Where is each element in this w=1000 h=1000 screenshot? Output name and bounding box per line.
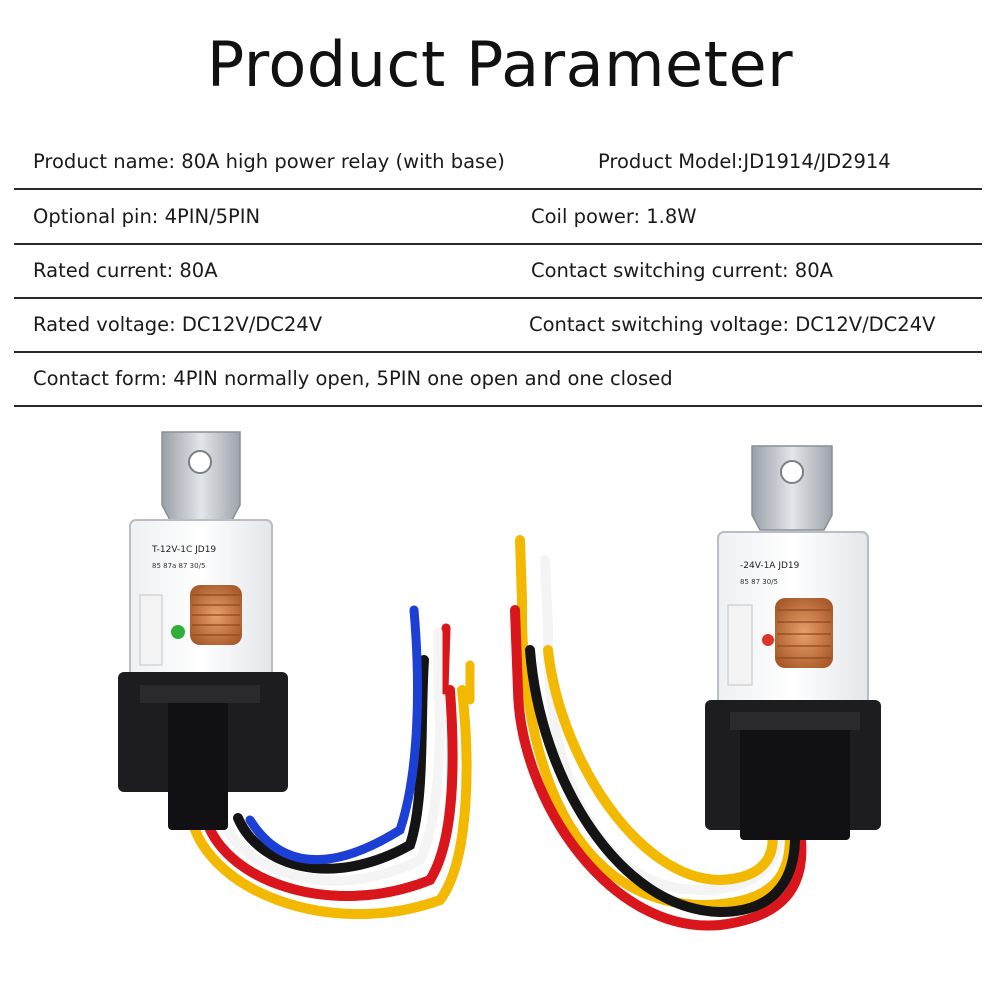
contact-switching-voltage-text: Contact switching voltage: DC12V/DC24V	[529, 313, 936, 336]
right-relay: -24V-1A JD19 85 87 30/5	[510, 445, 881, 931]
right-bracket-hole	[780, 460, 804, 484]
right-socket	[740, 720, 850, 840]
left-mounting-bracket	[161, 431, 241, 521]
page-title: Product Parameter	[206, 28, 794, 101]
param-row-contact-form: Contact form: 4PIN normally open, 5PIN o…	[14, 351, 982, 407]
left-bracket-hole	[188, 450, 212, 474]
rated-voltage-text: Rated voltage: DC12V/DC24V	[33, 313, 323, 336]
coil-power-text: Coil power: 1.8W	[531, 205, 697, 228]
right-copper-coil	[775, 598, 833, 668]
left-socket	[168, 700, 228, 830]
param-row-rated-voltage: Rated voltage: DC12V/DC24V Contact switc…	[14, 297, 982, 353]
relay-product-photo: T-12V-1C JD19 85 87a 87 30/5 -24V-1A JD1…	[118, 431, 881, 931]
optional-pin-text: Optional pin: 4PIN/5PIN	[33, 205, 261, 228]
left-relay-label: T-12V-1C JD19	[151, 545, 216, 555]
right-red-led	[762, 634, 774, 646]
left-wire-bundle	[185, 605, 475, 919]
right-wire-bundle	[510, 535, 807, 931]
left-green-led	[171, 625, 185, 639]
right-relay-pin-label: 85 87 30/5	[740, 578, 778, 586]
rated-current-text: Rated current: 80A	[33, 259, 218, 282]
contact-switching-current-text: Contact switching current: 80A	[531, 259, 833, 282]
left-armature	[139, 594, 163, 666]
param-row-product-name: Product name: 80A high power relay (with…	[14, 134, 982, 190]
param-row-rated-current: Rated current: 80A Contact switching cur…	[14, 243, 982, 299]
param-row-optional-pin: Optional pin: 4PIN/5PIN Coil power: 1.8W	[14, 189, 982, 245]
left-relay: T-12V-1C JD19 85 87a 87 30/5	[118, 431, 475, 919]
product-name-text: Product name: 80A high power relay (with…	[33, 150, 505, 173]
right-relay-label: -24V-1A JD19	[740, 561, 800, 571]
right-mounting-bracket	[751, 445, 833, 531]
left-relay-pin-label: 85 87a 87 30/5	[152, 562, 205, 570]
right-armature	[727, 604, 753, 686]
contact-form-text: Contact form: 4PIN normally open, 5PIN o…	[33, 367, 673, 390]
product-model-text: Product Model:JD1914/JD2914	[598, 150, 891, 173]
